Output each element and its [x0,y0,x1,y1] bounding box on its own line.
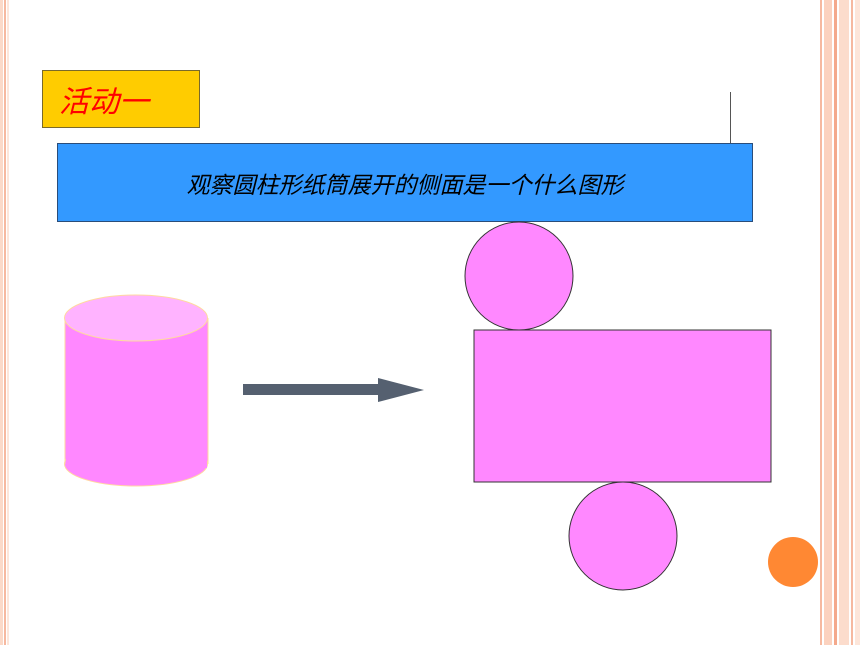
cylinder-shape [64,294,209,487]
right-arrow-icon [243,378,424,402]
bottom-circle [568,481,678,591]
divider-line [730,92,731,144]
cylinder-net [464,221,772,591]
right-border-stripes [820,0,860,645]
question-banner: 观察圆柱形纸筒展开的侧面是一个什么图形 [57,143,753,222]
top-circle [464,221,574,331]
left-border-stripes [0,0,9,645]
activity-label: 活动一 [59,85,149,120]
orange-dot [768,537,818,587]
question-text: 观察圆柱形纸筒展开的侧面是一个什么图形 [186,172,624,199]
activity-label-box: 活动一 [42,70,200,128]
side-rectangle [473,329,772,483]
